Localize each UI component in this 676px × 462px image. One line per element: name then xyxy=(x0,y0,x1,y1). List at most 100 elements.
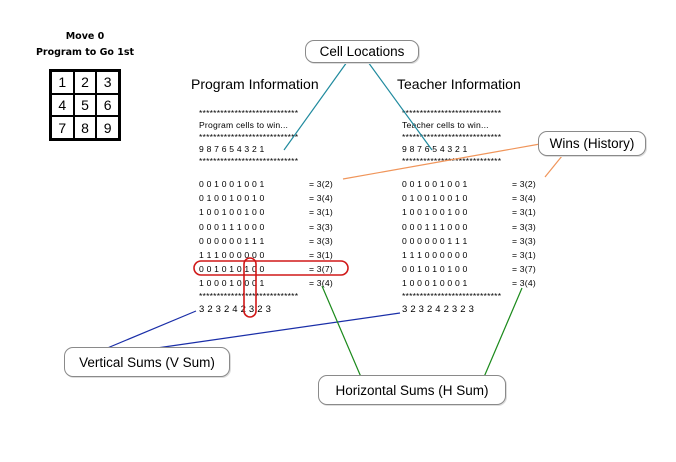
hsum-line-left xyxy=(321,285,362,378)
program-row: 0 0 0 0 0 0 1 1 1 = 3(3) xyxy=(199,234,333,248)
program-row-wins: (3) xyxy=(321,221,333,232)
teacher-row-wins: (2) xyxy=(524,179,536,189)
vsum-line-right xyxy=(149,312,401,350)
vsum-line-left xyxy=(104,310,197,350)
wins-line-right xyxy=(544,155,563,178)
teacher-row-bits: 0 0 0 0 0 0 1 1 1 xyxy=(402,235,468,246)
move-counter: Move 0 xyxy=(65,31,105,42)
teacher-row: 1 0 0 1 0 0 1 0 0= 3(1) xyxy=(402,205,536,219)
game-board: 1 2 3 4 5 6 7 8 9 xyxy=(49,69,121,141)
program-row-bits: 0 0 1 0 0 1 0 0 1 xyxy=(199,179,265,189)
program-row: 0 0 1 0 0 1 0 0 1= 3(2) xyxy=(199,177,333,191)
teacher-stars-top: **************************** xyxy=(402,108,502,118)
teacher-row-sum: = 3 xyxy=(512,207,525,218)
teacher-row-sum: = 3 xyxy=(512,221,525,232)
teacher-row-sum: = 3 xyxy=(512,278,525,289)
program-rows: 0 0 1 0 0 1 0 0 1= 3(2) 0 1 0 0 1 0 0 1 … xyxy=(199,177,333,317)
teacher-info-title: Teacher Information xyxy=(397,76,521,92)
board-cell-8[interactable]: 8 xyxy=(73,116,97,139)
teacher-stars-bottom: **************************** xyxy=(402,290,502,301)
teacher-panel: **************************** Teacher cel… xyxy=(402,108,501,166)
wins-history-callout: Wins (History) xyxy=(538,131,646,156)
program-cells-title: Program cells to win... xyxy=(199,120,289,130)
program-row: 0 0 1 0 1 0 1 0 0 = 3(7) xyxy=(199,262,333,276)
teacher-row-sum: = 3 xyxy=(512,250,525,261)
teacher-stars-sub: **************************** xyxy=(402,156,502,166)
teacher-vsum: 3 2 3 2 4 2 3 2 3 xyxy=(402,303,475,315)
vertical-sums-callout: Vertical Sums (V Sum) xyxy=(64,347,230,377)
horizontal-sums-callout: Horizontal Sums (H Sum) xyxy=(318,375,506,405)
teacher-stars-mid: **************************** xyxy=(402,132,502,142)
teacher-row-bits: 0 0 1 0 1 0 1 0 0 xyxy=(402,264,468,275)
teacher-row-wins: (3) xyxy=(524,235,536,246)
program-row: 0 0 0 1 1 1 0 0 0 = 3(3) xyxy=(199,220,333,234)
teacher-row-sum: = 3 xyxy=(512,264,525,275)
program-row-sum: = 3 xyxy=(309,250,322,261)
board-cell-6[interactable]: 6 xyxy=(96,93,119,117)
teacher-positions: 9 8 7 6 5 4 3 2 1 xyxy=(402,144,468,154)
program-row-bits: 0 0 0 0 0 0 1 1 1 xyxy=(199,235,265,246)
program-row: 1 0 0 1 0 0 1 0 0 = 3(1) xyxy=(199,205,333,219)
program-row-sum: = 3 xyxy=(309,278,322,289)
teacher-row: 0 0 1 0 1 0 1 0 0= 3(7) xyxy=(402,262,536,276)
highlight-column xyxy=(243,257,257,318)
board-cell-2[interactable]: 2 xyxy=(73,71,97,94)
board-cell-4[interactable]: 4 xyxy=(51,93,74,117)
program-positions: 9 8 7 6 5 4 3 2 1 xyxy=(199,144,265,154)
program-row-sum: = 3 xyxy=(309,207,322,218)
program-row-wins: (1) xyxy=(321,207,333,218)
teacher-row: 0 0 0 1 1 1 0 0 0 = 3(3) xyxy=(402,220,536,234)
board-cell-3[interactable]: 3 xyxy=(96,71,119,94)
program-stars-bottom: **************************** xyxy=(199,290,299,301)
program-row-wins: (2) xyxy=(321,179,333,189)
hsum-line-right xyxy=(483,287,523,378)
teacher-row-bits: 0 0 0 1 1 1 0 0 0 xyxy=(402,221,468,232)
teacher-row-bits: 1 1 1 0 0 0 0 0 0 xyxy=(402,250,468,261)
program-row-sum: = 3 xyxy=(309,221,322,232)
program-info-title: Program Information xyxy=(191,76,319,92)
board-cell-5[interactable]: 5 xyxy=(73,93,97,117)
teacher-row: 1 1 1 0 0 0 0 0 0 = 3(1) xyxy=(402,248,536,262)
board-cell-7[interactable]: 7 xyxy=(51,116,74,139)
teacher-row: 0 0 1 0 0 1 0 0 1= 3(2) xyxy=(402,177,536,191)
program-row-sum: = 3 xyxy=(309,264,322,275)
program-row: 1 0 0 0 1 0 0 0 1 = 3(4) xyxy=(199,276,333,290)
program-row-wins: (1) xyxy=(321,250,333,261)
cell-locations-line-right xyxy=(367,61,433,151)
program-row-bits: 0 0 1 0 1 0 1 0 0 xyxy=(199,264,265,275)
teacher-row: 1 0 0 0 1 0 0 0 1= 3(4) xyxy=(402,276,536,290)
teacher-row-wins: (1) xyxy=(524,250,536,261)
program-row-bits: 1 0 0 0 1 0 0 0 1 xyxy=(199,278,265,289)
teacher-row: 0 0 0 0 0 0 1 1 1= 3(3) xyxy=(402,234,536,248)
teacher-row-bits: 0 1 0 0 1 0 0 1 0 xyxy=(402,193,468,204)
program-stars-top: **************************** xyxy=(199,108,299,118)
program-row-wins: (4) xyxy=(321,278,333,289)
program-panel: **************************** Program cel… xyxy=(199,108,298,166)
program-row-sum: = 3 xyxy=(309,193,322,204)
program-row-wins: (3) xyxy=(321,235,333,246)
program-row-bits: 1 1 1 0 0 0 0 0 0 xyxy=(199,250,265,261)
teacher-row: 0 1 0 0 1 0 0 1 0 = 3(4) xyxy=(402,191,536,205)
cell-locations-callout: Cell Locations xyxy=(305,40,419,63)
highlight-row xyxy=(193,260,349,276)
teacher-row-sum: = 3 xyxy=(512,179,525,189)
teacher-row-wins: (4) xyxy=(524,193,536,204)
program-row-bits: 0 0 0 1 1 1 0 0 0 xyxy=(199,221,265,232)
program-row: 1 1 1 0 0 0 0 0 0 = 3(1) xyxy=(199,248,333,262)
teacher-row-wins: (4) xyxy=(524,278,536,289)
wins-line-left xyxy=(342,143,541,180)
turn-indicator: Program to Go 1st xyxy=(35,47,135,58)
program-row-wins: (7) xyxy=(321,264,333,275)
teacher-cells-title: Teacher cells to win... xyxy=(402,120,489,130)
teacher-row-bits: 1 0 0 1 0 0 1 0 0 xyxy=(402,207,468,218)
teacher-row-wins: (3) xyxy=(524,221,536,232)
program-stars-mid: **************************** xyxy=(199,132,299,142)
program-row-bits: 1 0 0 1 0 0 1 0 0 xyxy=(199,207,265,218)
teacher-row-sum: = 3 xyxy=(512,193,525,204)
board-cell-9[interactable]: 9 xyxy=(96,116,119,139)
board-cell-1[interactable]: 1 xyxy=(51,71,74,94)
program-row-bits: 0 1 0 0 1 0 0 1 0 xyxy=(199,193,265,204)
program-stars-sub: **************************** xyxy=(199,156,299,166)
program-row-sum: = 3 xyxy=(309,235,322,246)
